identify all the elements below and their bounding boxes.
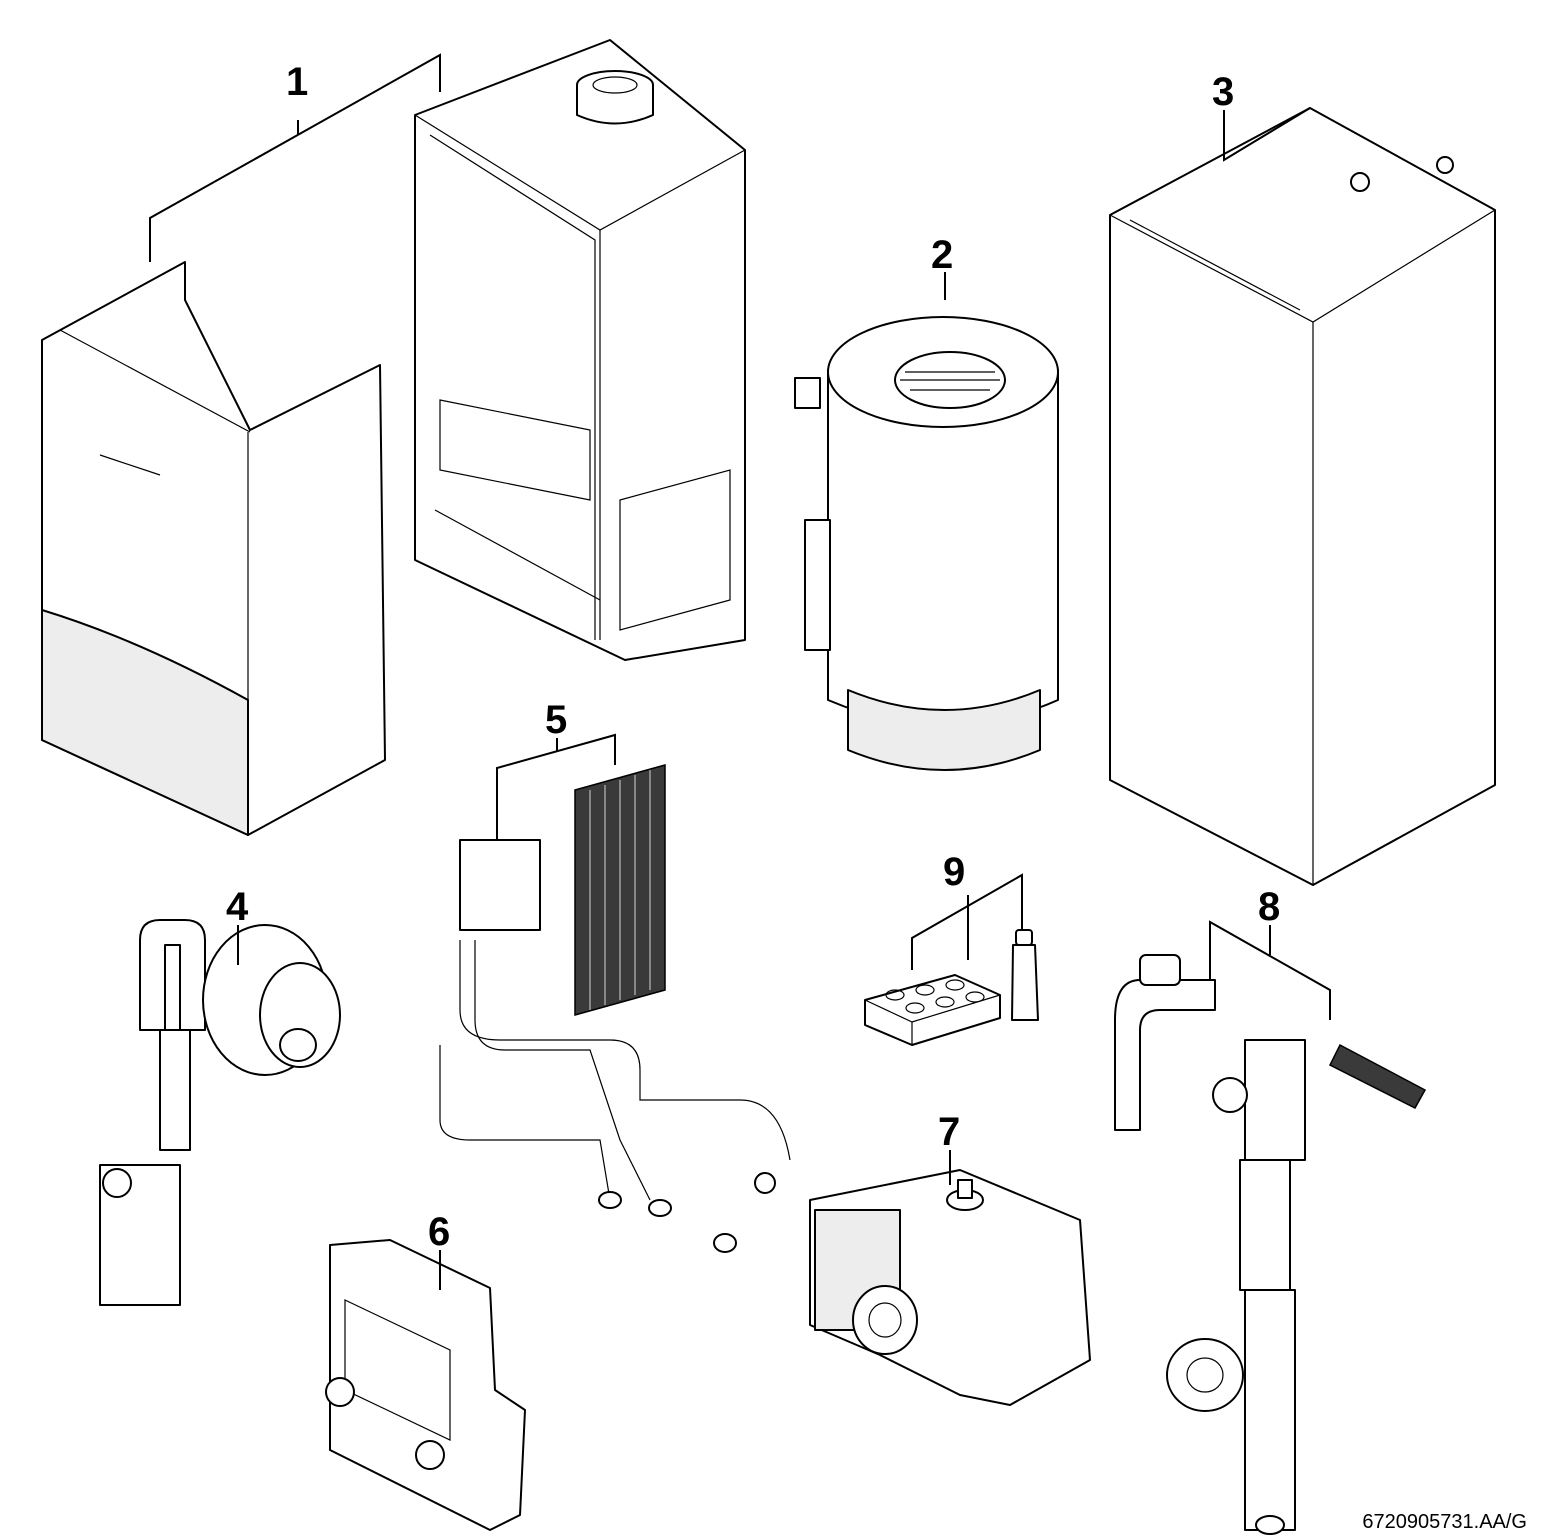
callout-4: 4 [226,885,249,929]
callout-6: 6 [428,1210,450,1254]
part-4-fan-and-gas-valve: 4 [99,885,341,1306]
callout-8: 8 [1258,885,1280,929]
callout-9: 9 [943,850,965,894]
callout-1: 1 [286,60,308,104]
callout-5: 5 [545,698,567,742]
document-reference: 6720905731.AA/G [1362,1511,1527,1533]
part-2-heat-cell: 2 [794,233,1059,771]
callout-3: 3 [1212,70,1234,114]
part-9-seal-kit-and-grease: 9 [864,850,1039,1046]
callout-2: 2 [931,233,953,277]
part-8-cylinder-pump-kit: 8 [1114,885,1427,1535]
part-1-casing-and-frame: 1 [41,39,746,836]
part-7-pump-block: 7 [809,1110,1091,1406]
part-5-plate-heat-exchanger: 5 [439,698,791,1253]
callout-7: 7 [938,1110,960,1154]
part-6-control-unit: 6 [325,1210,526,1531]
part-3-cylinder-casing: 3 [1109,70,1496,886]
